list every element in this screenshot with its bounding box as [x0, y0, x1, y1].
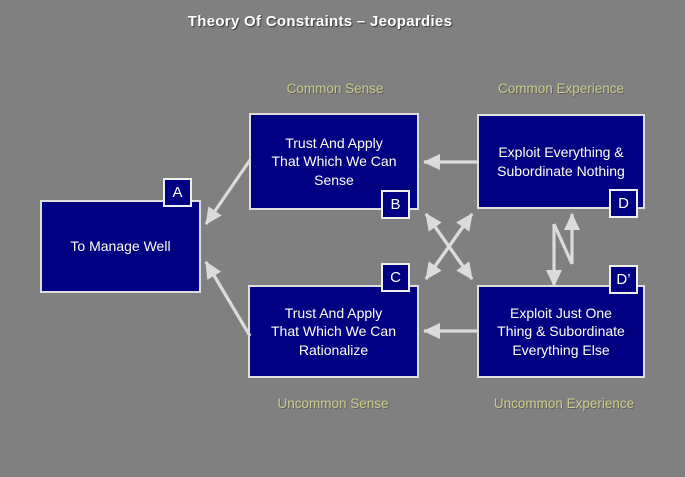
node-exploit-just-one: Exploit Just One Thing & Subordinate Eve…: [477, 285, 645, 378]
node-tag-b: B: [381, 190, 410, 219]
arrow-c-to-a: [204, 261, 252, 337]
node-tag-dprime-label: D’: [616, 271, 631, 288]
label-uncommon-sense: Uncommon Sense: [277, 396, 389, 411]
node-tag-d: D: [609, 189, 638, 218]
arrow-b-to-a: [204, 159, 252, 225]
node-tag-d-label: D: [618, 195, 629, 212]
node-trust-sense: Trust And Apply That Which We Can Sense: [249, 113, 419, 210]
arrow-d-dprime-feedback: [546, 213, 580, 287]
node-trust-sense-text: Trust And Apply That Which We Can Sense: [271, 134, 397, 188]
node-tag-c: C: [381, 263, 410, 292]
arrow-c-d-double: [424, 213, 474, 280]
node-trust-rationalize-text: Trust And Apply That Which We Can Ration…: [270, 304, 396, 358]
node-to-manage-well: To Manage Well: [40, 200, 201, 293]
node-exploit-just-one-text: Exploit Just One Thing & Subordinate Eve…: [497, 304, 625, 358]
node-tag-c-label: C: [390, 269, 401, 286]
diagram-title: Theory Of Constraints – Jeopardies: [187, 13, 453, 30]
node-tag-dprime: D’: [609, 265, 638, 294]
label-common-sense: Common Sense: [286, 81, 384, 96]
label-common-experience: Common Experience: [497, 81, 625, 96]
node-exploit-everything-text: Exploit Everything & Subordinate Nothing: [497, 144, 625, 179]
node-trust-rationalize: Trust And Apply That Which We Can Ration…: [248, 285, 419, 378]
node-to-manage-well-text: To Manage Well: [70, 238, 171, 255]
label-uncommon-experience: Uncommon Experience: [493, 396, 635, 411]
arrow-b-dprime-double: [424, 213, 474, 280]
node-tag-a-label: A: [172, 184, 183, 201]
node-tag-a: A: [163, 178, 192, 207]
node-tag-b-label: B: [390, 196, 401, 213]
